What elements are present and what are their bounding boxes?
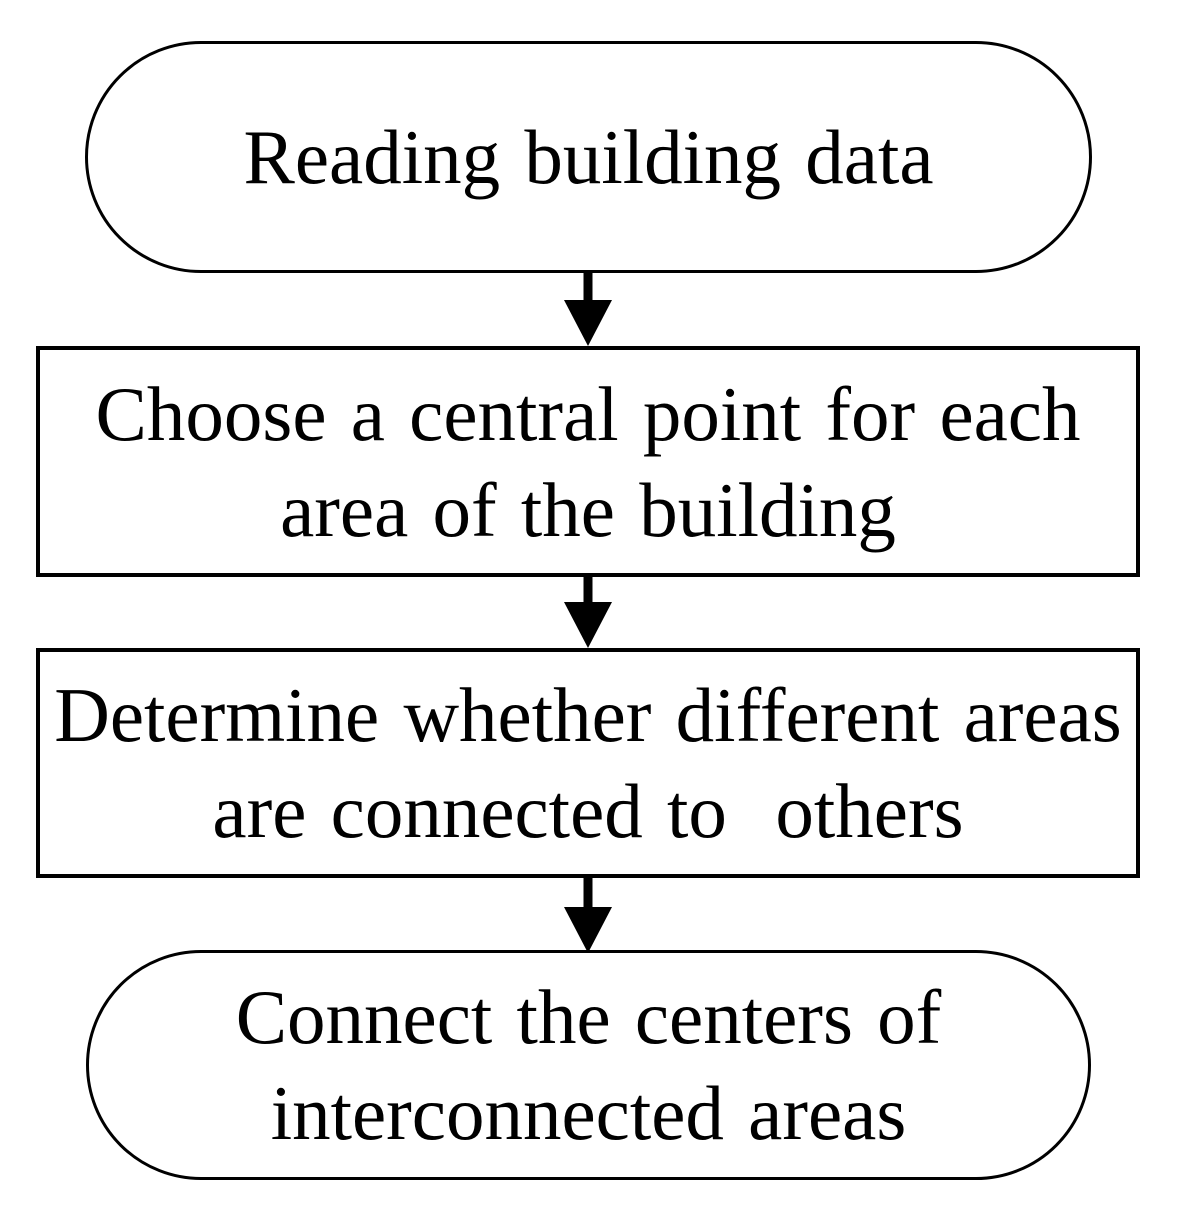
node-determine-areas-connected: Determine whether different areas are co…: [36, 648, 1140, 878]
node-text-line: area of the building: [280, 466, 896, 553]
down-arrow-icon: [564, 577, 612, 648]
node-text-line: interconnected areas: [270, 1070, 907, 1156]
node-text-line: Determine whether different areas: [54, 672, 1122, 758]
node-text-line: Connect the centers of: [235, 974, 942, 1060]
node-reading-building-data: Reading building data: [85, 41, 1092, 273]
node-text-line: Reading building data: [243, 114, 934, 200]
down-arrow-icon: [564, 878, 612, 953]
node-choose-central-point: Choose a central point for each area of …: [36, 346, 1140, 577]
node-connect-centers: Connect the centers of interconnected ar…: [86, 950, 1091, 1180]
node-text-line: are connected to others: [212, 768, 964, 854]
node-text-line: Choose a central point for each: [95, 370, 1081, 457]
down-arrow-icon: [564, 273, 612, 346]
